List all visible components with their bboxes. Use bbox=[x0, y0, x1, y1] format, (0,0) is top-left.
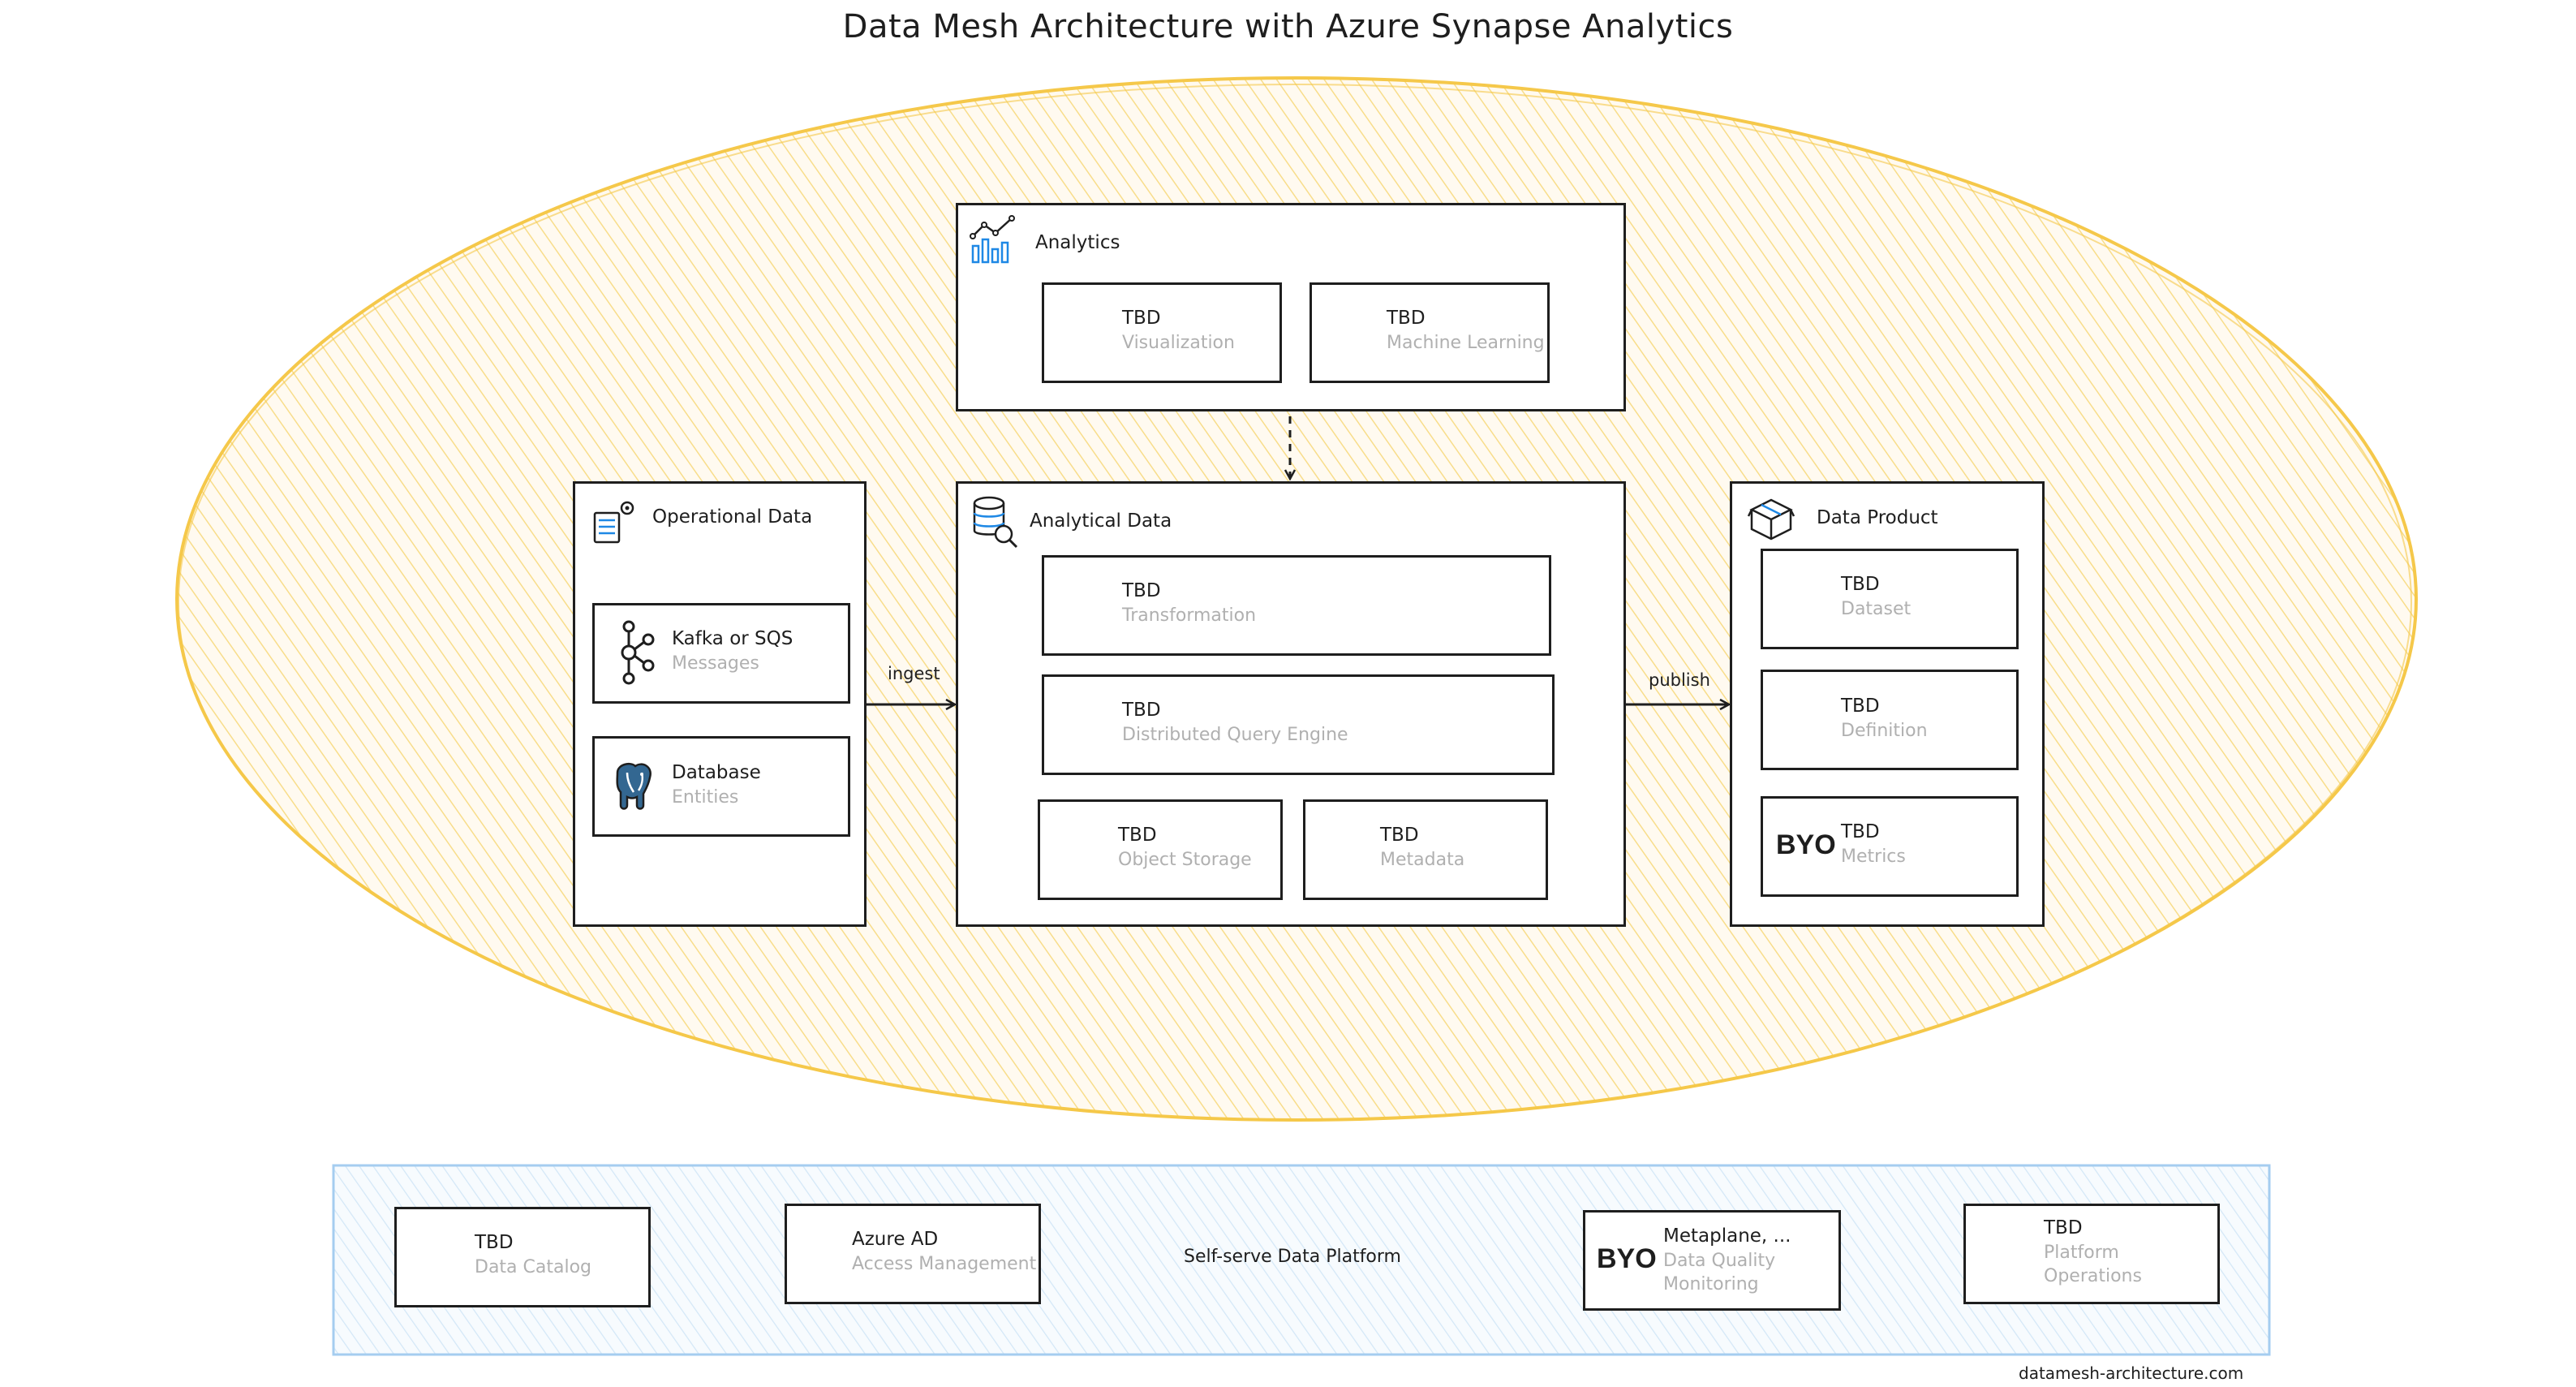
card-sub-label: Platform Operations bbox=[2044, 1243, 2142, 1286]
footer-source: datamesh-architecture.com bbox=[2019, 1363, 2244, 1383]
card-sub-label: Messages bbox=[672, 653, 759, 674]
card-main-label: TBD bbox=[1841, 574, 1880, 595]
card-sub-label: Distributed Query Engine bbox=[1122, 725, 1348, 745]
card-main-label: TBD bbox=[1841, 696, 1880, 717]
data-product-container: Data Product TBD Dataset TBD Definition … bbox=[1730, 481, 2045, 927]
card-main-label: TBD bbox=[1122, 700, 1161, 721]
kafka-icon bbox=[621, 620, 655, 685]
byo-badge: BYO bbox=[1597, 1243, 1657, 1274]
card-sub-label: Metrics bbox=[1841, 846, 1906, 867]
card-sub-label: Visualization bbox=[1122, 333, 1235, 353]
card-main-label: Metaplane, ... bbox=[1663, 1225, 1791, 1247]
ingest-label: ingest bbox=[888, 664, 940, 683]
analytical-card-query-engine: TBD Distributed Query Engine bbox=[1042, 674, 1555, 775]
card-main-label: TBD bbox=[1118, 825, 1157, 846]
analytics-card-machine-learning: TBD Machine Learning bbox=[1310, 282, 1550, 383]
analytical-data-container: Analytical Data TBD Transformation TBD D… bbox=[956, 481, 1626, 927]
operational-data-container: Operational Data Kafka or SQS Messages bbox=[573, 481, 867, 927]
operational-card-kafka: Kafka or SQS Messages bbox=[592, 603, 850, 704]
card-sub-label: Machine Learning bbox=[1387, 333, 1545, 353]
card-sub-label: Object Storage bbox=[1118, 850, 1252, 870]
card-main-label: TBD bbox=[1387, 308, 1426, 329]
package-box-icon bbox=[1747, 498, 1795, 541]
analytics-card-visualization: TBD Visualization bbox=[1042, 282, 1282, 383]
platform-card-data-quality: BYO Metaplane, ... Data Quality Monitori… bbox=[1583, 1210, 1841, 1311]
card-sub-label: Entities bbox=[672, 787, 739, 808]
card-main-label: TBD bbox=[1122, 580, 1161, 601]
card-main-label: TBD bbox=[2044, 1217, 2083, 1238]
card-sub-label: Access Management bbox=[852, 1254, 1037, 1274]
analytics-chart-icon bbox=[970, 215, 1015, 264]
card-sub-label: Definition bbox=[1841, 721, 1928, 741]
product-card-metrics: BYO TBD Metrics bbox=[1761, 796, 2019, 897]
database-search-icon bbox=[973, 496, 1018, 549]
self-serve-platform-label: Self-serve Data Platform bbox=[1184, 1247, 1401, 1267]
platform-card-access-management: Azure AD Access Management bbox=[785, 1204, 1041, 1304]
diagram-title: Data Mesh Architecture with Azure Synaps… bbox=[842, 8, 1734, 45]
postgresql-elephant-icon bbox=[616, 763, 652, 810]
analytical-data-title: Analytical Data bbox=[1030, 510, 1172, 532]
product-card-dataset: TBD Dataset bbox=[1761, 549, 2019, 649]
card-sub-label: Data Catalog bbox=[475, 1257, 592, 1277]
card-main-label: Azure AD bbox=[852, 1229, 939, 1250]
product-card-definition: TBD Definition bbox=[1761, 670, 2019, 770]
operational-data-title: Operational Data bbox=[652, 506, 813, 528]
card-sub-label: Data Quality Monitoring bbox=[1663, 1251, 1776, 1294]
card-sub-label: Metadata bbox=[1380, 850, 1465, 870]
card-main-label: TBD bbox=[1841, 821, 1880, 842]
operational-data-icon bbox=[593, 501, 634, 544]
analytics-container: Analytics TBD Visualization TBD Machine … bbox=[956, 203, 1626, 411]
card-main-label: TBD bbox=[475, 1232, 514, 1253]
publish-label: publish bbox=[1649, 670, 1710, 690]
platform-card-operations: TBD Platform Operations bbox=[1963, 1204, 2220, 1304]
analytical-card-object-storage: TBD Object Storage bbox=[1038, 799, 1283, 900]
operational-card-database: Database Entities bbox=[592, 736, 850, 837]
byo-badge: BYO bbox=[1776, 829, 1836, 860]
analytics-title: Analytics bbox=[1035, 232, 1120, 253]
card-main-label: Kafka or SQS bbox=[672, 628, 793, 649]
platform-card-data-catalog: TBD Data Catalog bbox=[394, 1207, 651, 1307]
card-main-label: TBD bbox=[1380, 825, 1419, 846]
platform-band bbox=[332, 1164, 2271, 1356]
card-main-label: Database bbox=[672, 762, 761, 783]
analytical-card-metadata: TBD Metadata bbox=[1303, 799, 1548, 900]
analytical-card-transformation: TBD Transformation bbox=[1042, 555, 1551, 656]
card-main-label: TBD bbox=[1122, 308, 1161, 329]
card-sub-label: Transformation bbox=[1122, 605, 1257, 626]
card-sub-label: Dataset bbox=[1841, 599, 1912, 619]
data-product-title: Data Product bbox=[1817, 507, 1938, 528]
